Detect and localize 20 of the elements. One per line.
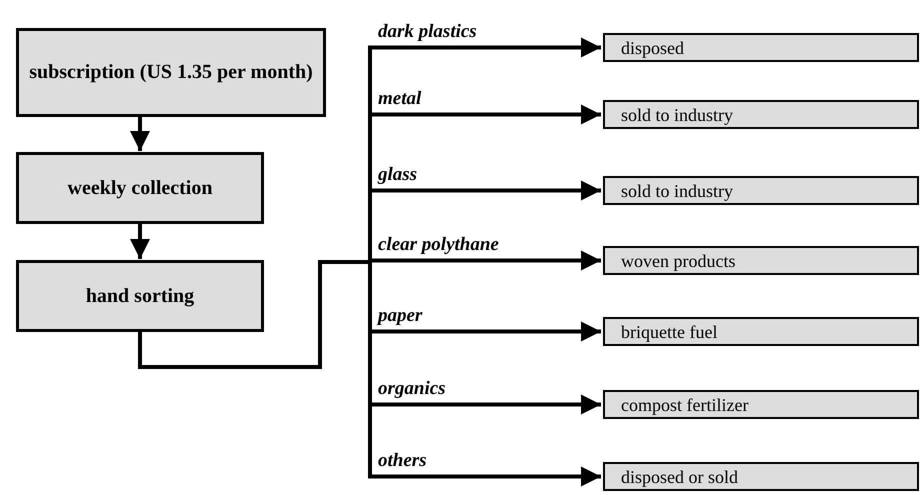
process-box: subscription (US 1.35 per month) [16,28,326,117]
edge-label: metal [378,88,422,108]
process-box: disposed or sold [603,462,919,491]
process-box: hand sorting [16,260,264,332]
edge-label: others [378,450,427,470]
edge-label: paper [378,306,422,324]
arrow [130,117,150,151]
arrow [130,224,150,259]
process-box: briquette fuel [603,317,919,346]
process-box: disposed [603,33,919,62]
process-box: weekly collection [16,152,264,224]
process-box: sold to industry [603,100,919,129]
edge-label: clear polythane [378,234,499,254]
process-box: sold to industry [603,176,919,205]
process-box: compost fertilizer [603,390,919,419]
edge-label: organics [378,378,446,398]
process-box: woven products [603,246,919,275]
edge-label: dark plastics [378,22,477,40]
arrow [138,260,601,486]
edge-label: glass [378,164,418,184]
